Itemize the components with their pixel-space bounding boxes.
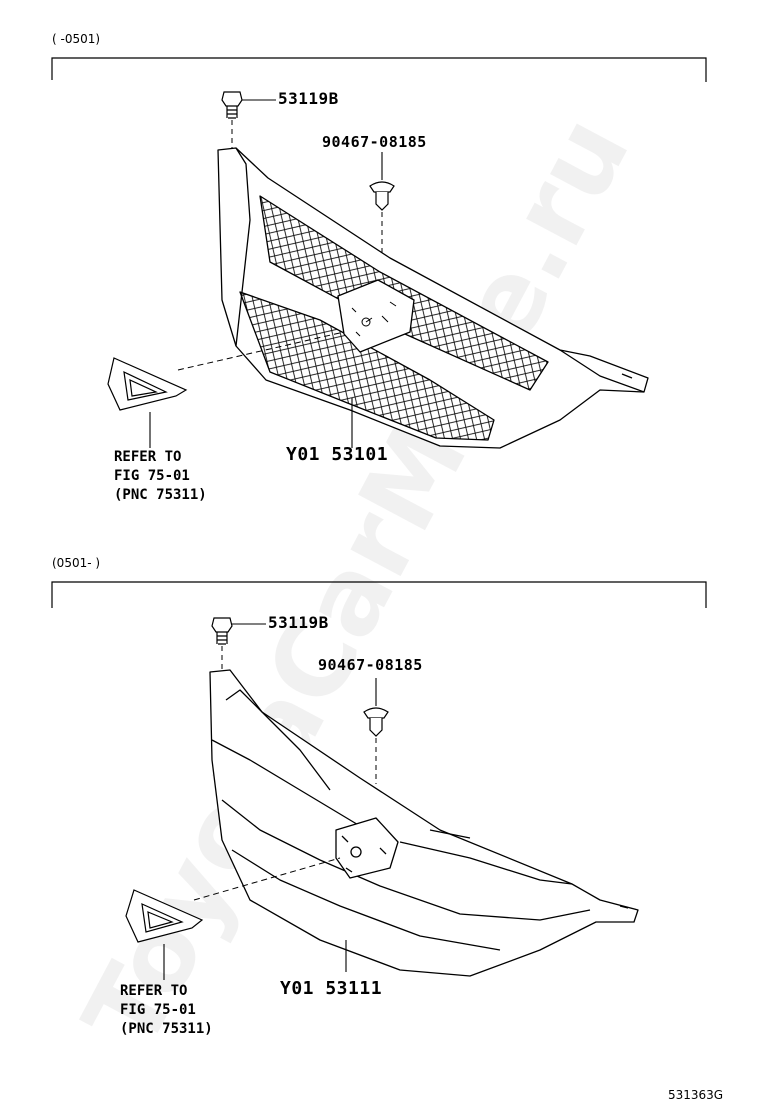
grille-53111 xyxy=(209,669,639,977)
refer-line-3: (PNC 75311) xyxy=(120,1021,213,1037)
panel-2-frame xyxy=(51,581,707,608)
clip-90467-2 xyxy=(363,707,389,737)
clip-part-label-2: 90467-08185 xyxy=(318,656,423,674)
refer-line-2: FIG 75-01 xyxy=(120,1002,196,1018)
screw-53119b-1 xyxy=(221,91,243,119)
panel-1-frame xyxy=(51,57,707,82)
screw-53119b-2 xyxy=(211,617,233,645)
figure-id: 531363G xyxy=(668,1088,724,1102)
range-label-1: ( -0501) xyxy=(52,32,101,46)
grille-part-label-2: Y01 53111 xyxy=(280,978,383,999)
dash-emblem-2 xyxy=(193,857,341,901)
screw-part-label-1: 53119B xyxy=(278,89,339,108)
grille-53101 xyxy=(217,147,649,449)
refer-line-2: FIG 75-01 xyxy=(114,468,190,484)
refer-line-3: (PNC 75311) xyxy=(114,487,207,503)
emblem-2 xyxy=(125,889,204,943)
grille-part-label-1: Y01 53101 xyxy=(286,444,389,465)
dash-emblem-1 xyxy=(177,331,345,371)
range-label-2: (0501- ) xyxy=(52,556,101,570)
emblem-1 xyxy=(107,357,188,411)
screw-part-label-2: 53119B xyxy=(268,613,329,632)
clip-part-label-1: 90467-08185 xyxy=(322,133,427,151)
refer-label-2: REFER TO FIG 75-01 (PNC 75311) xyxy=(120,982,213,1039)
refer-line-1: REFER TO xyxy=(120,983,188,999)
refer-label-1: REFER TO FIG 75-01 (PNC 75311) xyxy=(114,448,207,505)
refer-line-1: REFER TO xyxy=(114,449,182,465)
clip-90467-1 xyxy=(369,181,395,211)
